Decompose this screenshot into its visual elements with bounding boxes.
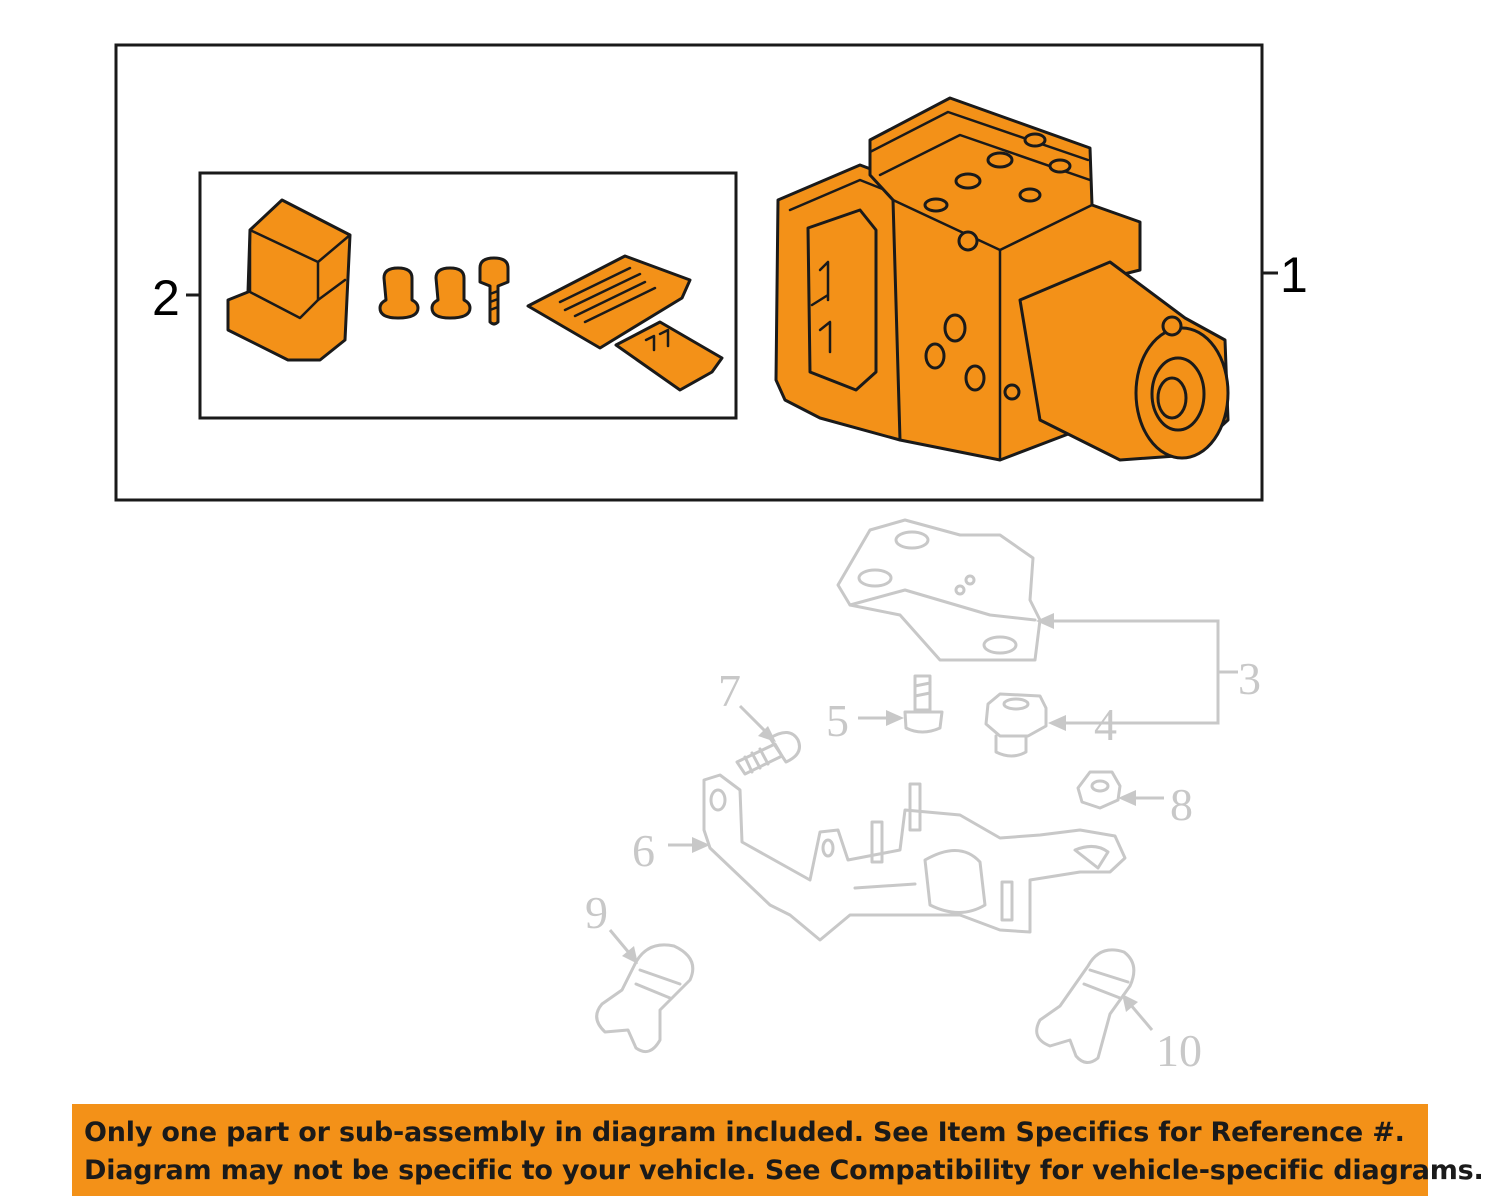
callout-6: 6	[632, 825, 655, 876]
notice-line-2: Diagram may not be specific to your vehi…	[84, 1155, 1484, 1186]
ghost-bolt-5	[903, 674, 944, 734]
ghost-nut	[1076, 770, 1122, 810]
callout-9: 9	[585, 887, 608, 938]
abs-hydraulic-unit[interactable]	[774, 96, 1230, 462]
ghost-lower-bracket	[702, 773, 1127, 942]
notice-line-1: Only one part or sub-assembly in diagram…	[84, 1117, 1405, 1148]
callout-4: 4	[1094, 699, 1117, 750]
callout-10: 10	[1156, 1025, 1202, 1076]
notice-banner: Only one part or sub-assembly in diagram…	[72, 1104, 1484, 1196]
ghost-grommet	[984, 692, 1048, 758]
ghost-sensor-10	[1035, 948, 1136, 1064]
callout-8: 8	[1170, 779, 1193, 830]
ghost-bolt-7	[735, 731, 801, 776]
ghost-bracket	[836, 518, 1042, 662]
callout-7: 7	[718, 665, 741, 716]
callout-1: 1	[1280, 247, 1308, 303]
control-module-kit[interactable]	[226, 198, 724, 392]
callout-3: 3	[1238, 653, 1261, 704]
callout-5: 5	[826, 695, 849, 746]
ghost-sensor-9	[595, 943, 695, 1054]
callout-2: 2	[152, 270, 180, 326]
